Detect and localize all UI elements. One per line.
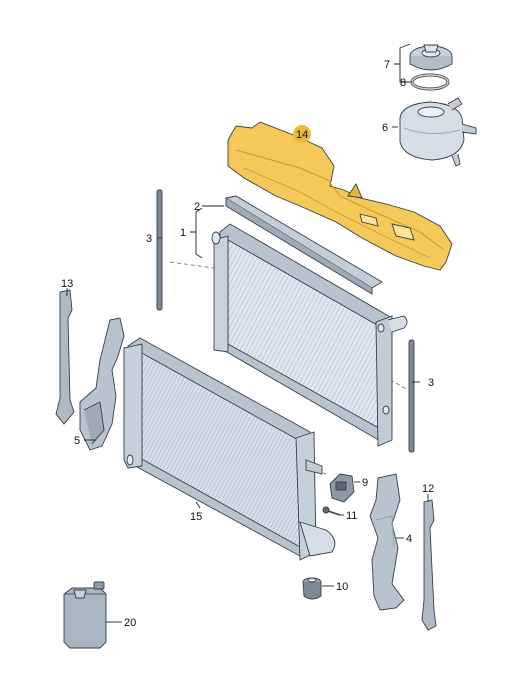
seal-strip [224,195,383,295]
callout-2: 2 [194,201,200,213]
callout-20: 20 [124,617,136,629]
callout-9: 9 [362,477,368,489]
side-seal-13 [55,289,75,425]
leader-lines [66,43,429,623]
rubber-mount-10 [302,577,322,600]
callout-7: 7 [384,59,390,71]
screw-11 [322,506,341,516]
expansion-tank [399,97,477,167]
callout-14: 14 [296,129,308,141]
callout-labels: 1 2 3 3 4 5 6 7 8 9 10 11 12 13 14 15 20 [61,59,434,629]
condenser [123,337,336,561]
callout-4: 4 [406,533,412,545]
air-guide-duct-highlighted [227,121,453,271]
air-guide-4 [369,473,405,611]
callout-8: 8 [400,77,406,89]
callout-12: 12 [422,483,434,495]
callout-5: 5 [74,435,80,447]
callout-badge-14 [293,125,311,143]
callout-3-right: 3 [428,377,434,389]
mount-bracket-9 [329,473,355,503]
reservoir-cap [409,44,453,71]
side-seal-12 [421,499,437,631]
air-guide-5 [79,317,125,451]
callout-10: 10 [336,581,348,593]
vertical-seal-left [156,189,163,311]
vertical-seal-right [408,339,415,453]
callout-13: 13 [61,278,73,290]
coolant-canister-20 [63,581,107,649]
callout-1: 1 [180,227,186,239]
callout-3-left: 3 [146,233,152,245]
radiator [211,223,408,447]
callout-11: 11 [346,510,357,522]
callout-6: 6 [382,122,388,134]
cap-seal-ring [410,73,450,91]
callout-15: 15 [190,511,202,523]
